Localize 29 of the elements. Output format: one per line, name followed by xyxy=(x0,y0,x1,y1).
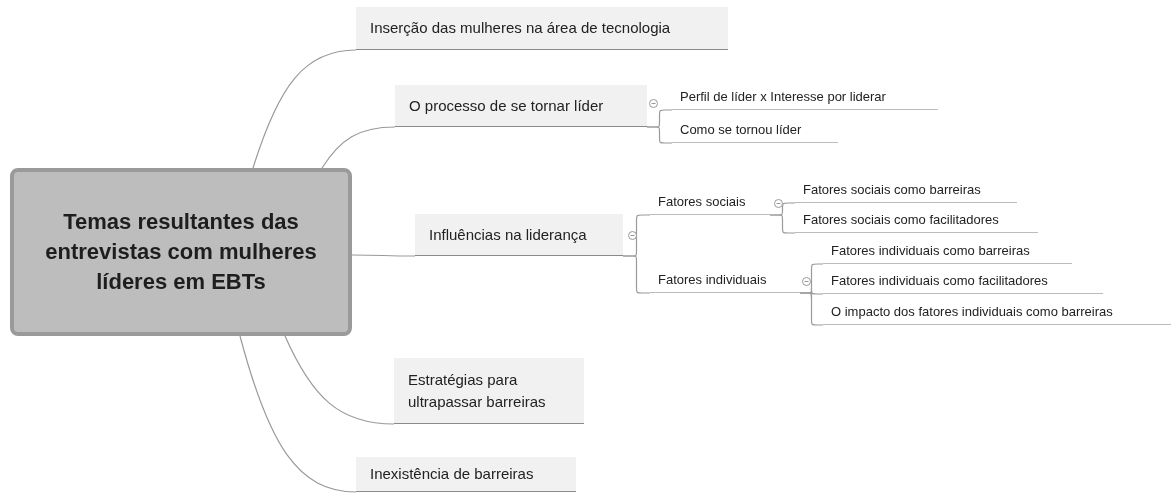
connector-line xyxy=(284,335,395,425)
topic-label: Fatores individuais como barreiras xyxy=(831,241,1031,260)
connector-line xyxy=(239,335,357,493)
topic-label: Como se tornou líder xyxy=(680,120,803,139)
topic-label: Fatores sociais xyxy=(658,192,747,211)
topic-label: Influências na liderança xyxy=(429,224,588,245)
topic-label: O processo de se tornar líder xyxy=(409,95,605,116)
topic-label: Fatores sociais como facilitadores xyxy=(803,210,1000,229)
topic-label: Inexistência de barreiras xyxy=(370,464,535,484)
topic-label: Fatores individuais xyxy=(658,270,768,289)
topic-box xyxy=(356,7,728,50)
topic-box xyxy=(415,214,623,256)
topic-label: Fatores sociais como barreiras xyxy=(803,180,982,199)
connector-line xyxy=(769,214,796,234)
topic-box xyxy=(394,358,584,424)
topic-label: Perfil de líder x Interesse por liderar xyxy=(680,87,887,106)
topic-label: Inserção das mulheres na área de tecnologia xyxy=(370,18,672,38)
connector-line xyxy=(646,126,673,144)
topic-label: Estratégias para ultrapassar barreiras xyxy=(408,369,547,412)
central-topic-box xyxy=(10,168,352,336)
topic-box xyxy=(395,85,647,127)
central-topic-label: Temas resultantes das entrevistas com mulheres líderes em EBTs xyxy=(44,208,318,296)
topic-label: Fatores individuais como facilitadores xyxy=(831,271,1049,290)
connector-line xyxy=(321,126,396,169)
connector-line xyxy=(799,292,824,326)
topic-label: O impacto dos fatores individuais como barreiras xyxy=(831,302,1114,321)
connector-line xyxy=(351,254,416,257)
connector-line xyxy=(252,49,357,169)
topic-box xyxy=(356,457,576,492)
